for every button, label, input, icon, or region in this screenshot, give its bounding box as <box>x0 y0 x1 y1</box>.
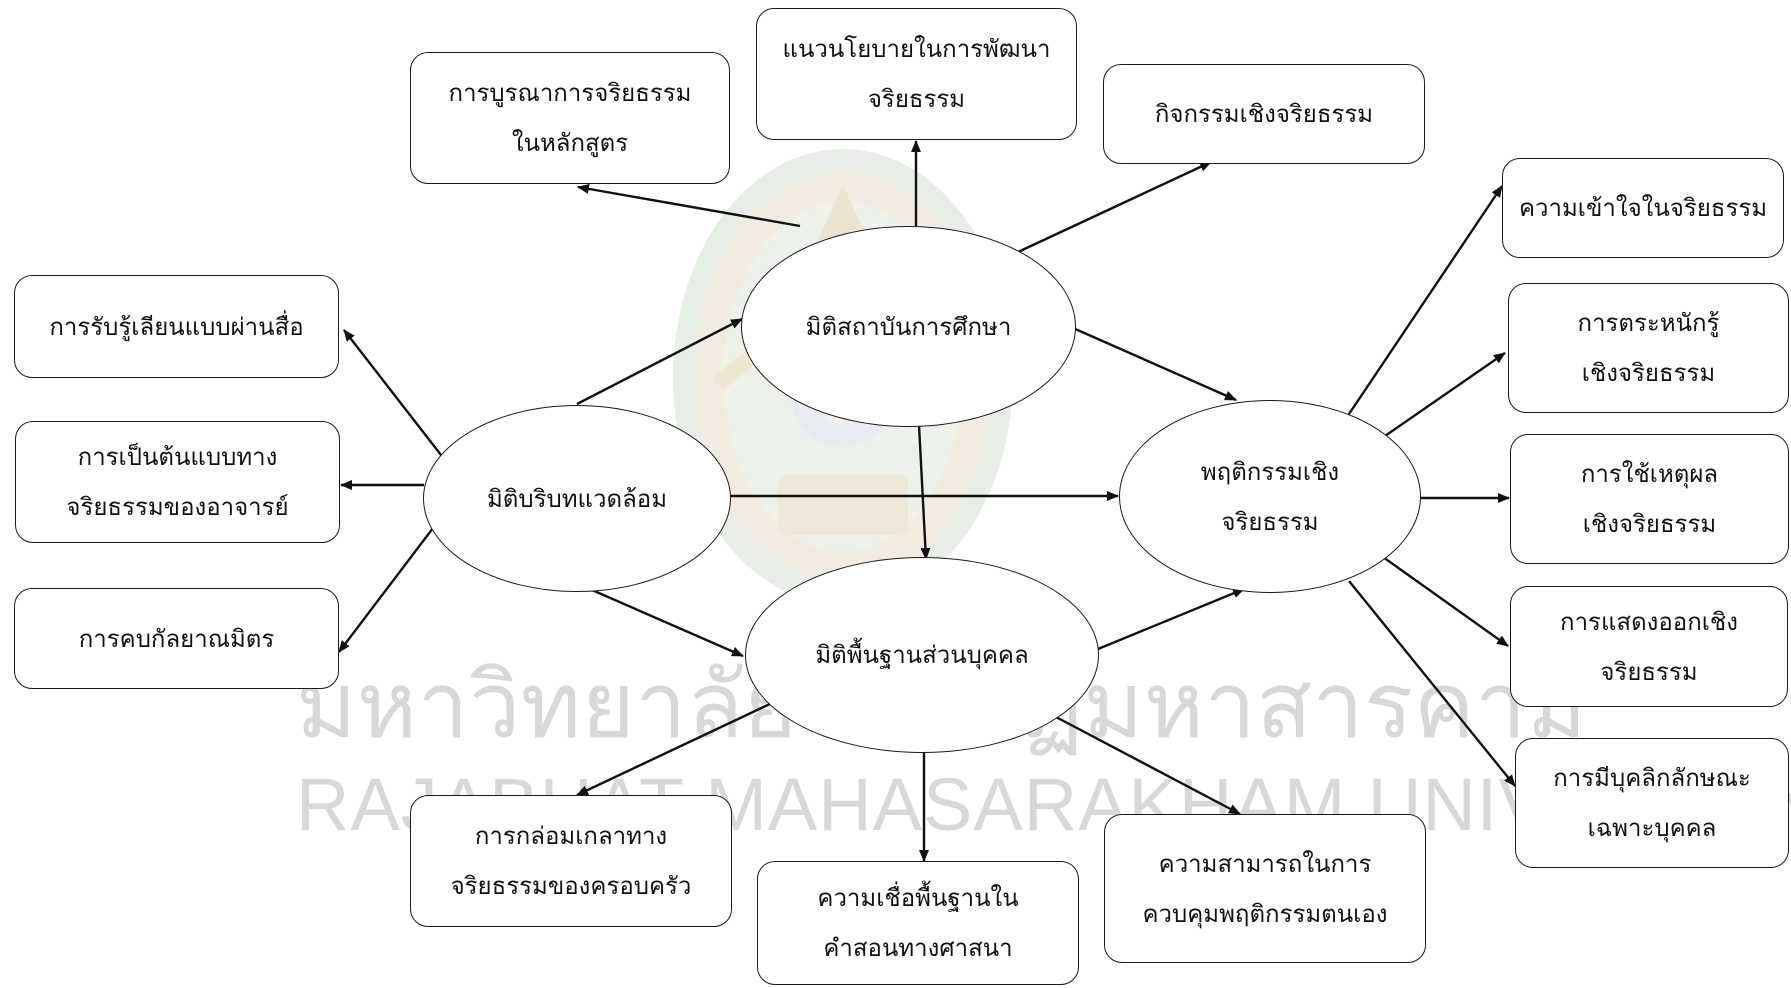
box-teacher-role-model-line-2: จริยธรรมของอาจารย์ <box>66 493 289 521</box>
box-self-control-line-2: ควบคุมพฤติกรรมตนเอง <box>1142 899 1388 928</box>
box-ethical-expression-line-1: การแสดงออกเชิง <box>1560 607 1738 636</box>
arrow-institution-to-behavior <box>1072 326 1237 402</box>
box-development-policy-line-2: จริยธรรม <box>867 85 966 113</box>
oval-ethical-behavior-line-1: พฤติกรรมเชิง <box>1200 457 1340 486</box>
box-ethical-activities-line-1: กิจกรรมเชิงจริยธรรม <box>1154 100 1374 128</box>
box-ethical-awareness-line-1: การตระหนักรู้ <box>1577 309 1720 337</box>
oval-personal-dimension-line-1: มิติพื้นฐานส่วนบุคคล <box>815 641 1029 669</box>
box-teacher-role-model: การเป็นต้นแบบทาง จริยธรรมของอาจารย์ <box>15 421 340 543</box>
arrow-behavior-to-expression <box>1382 556 1509 647</box>
arrow-environment-to-media <box>343 329 442 456</box>
oval-ethical-behavior: พฤติกรรมเชิง จริยธรรม <box>1119 400 1421 593</box>
box-curriculum-integration: การบูรณาการจริยธรรม ในหลักสูตร <box>410 52 730 184</box>
oval-institution-dimension: มิติสถาบันการศึกษา <box>741 226 1076 427</box>
oval-personal-dimension: มิติพื้นฐานส่วนบุคคล <box>745 557 1099 753</box>
box-personal-character: การมีบุคลิกลักษณะ เฉพาะบุคคล <box>1515 738 1789 868</box>
box-ethical-reasoning-line-1: การใช้เหตุผล <box>1580 460 1719 488</box>
arrow-institution-to-personal <box>917 424 931 560</box>
box-personal-character-line-1: การมีบุคลิกลักษณะ <box>1553 764 1751 792</box>
oval-institution-dimension-line-1: มิติสถาบันการศึกษา <box>805 312 1012 341</box>
box-good-friends-line-1: การคบกัลยาณมิตร <box>78 624 275 653</box>
box-family-socialization-line-2: จริยธรรมของครอบครัว <box>450 872 692 900</box>
box-religious-beliefs-line-1: ความเชื่อพื้นฐานใน <box>817 884 1019 912</box>
box-teacher-role-model-line-1: การเป็นต้นแบบทาง <box>77 443 278 471</box>
box-family-socialization: การกล่อมเกลาทาง จริยธรรมของครอบครัว <box>410 795 732 927</box>
arrow-behavior-to-personality <box>1348 580 1516 787</box>
box-personal-character-line-2: เฉพาะบุคคล <box>1587 814 1717 842</box>
box-ethical-reasoning-line-2: เชิงจริยธรรม <box>1582 510 1717 538</box>
box-family-socialization-line-1: การกล่อมเกลาทาง <box>474 822 668 850</box>
box-development-policy: แนวนโยบายในการพัฒนา จริยธรรม <box>756 8 1077 140</box>
arrow-personal-to-self-control <box>1055 715 1241 816</box>
arrow-environment-to-institution <box>576 317 743 406</box>
arrow-institution-to-activities <box>1017 160 1212 254</box>
oval-environment-dimension-line-1: มิติบริบทแวดล้อม <box>486 484 668 513</box>
box-ethical-understanding: ความเข้าใจในจริยธรรม <box>1502 158 1784 258</box>
box-ethical-expression: การแสดงออกเชิง จริยธรรม <box>1510 586 1788 707</box>
arrow-behavior-to-understanding <box>1346 185 1503 418</box>
box-media-imitation-line-1: การรับรู้เลียนแบบผ่านสื่อ <box>49 312 304 341</box>
arrow-personal-to-behavior <box>1097 587 1245 651</box>
arrow-environment-to-personal <box>591 588 744 658</box>
box-religious-beliefs: ความเชื่อพื้นฐานใน คำสอนทางศาสนา <box>757 861 1079 985</box>
box-development-policy-line-1: แนวนโยบายในการพัฒนา <box>782 35 1051 63</box>
box-self-control-line-1: ความสามารถในการ <box>1158 849 1372 878</box>
box-curriculum-integration-line-1: การบูรณาการจริยธรรม <box>448 79 692 107</box>
arrow-institution-to-curriculum <box>577 183 801 228</box>
arrow-environment-to-friends <box>338 527 434 653</box>
box-ethical-awareness: การตระหนักรู้ เชิงจริยธรรม <box>1508 283 1789 413</box>
arrow-personal-to-family <box>576 701 773 797</box>
oval-environment-dimension: มิติบริบทแวดล้อม <box>423 405 731 592</box>
box-good-friends: การคบกัลยาณมิตร <box>14 588 339 689</box>
box-self-control: ความสามารถในการ ควบคุมพฤติกรรมตนเอง <box>1104 814 1426 963</box>
box-ethical-understanding-line-1: ความเข้าใจในจริยธรรม <box>1518 194 1768 222</box>
box-religious-beliefs-line-2: คำสอนทางศาสนา <box>823 934 1013 962</box>
box-ethical-reasoning: การใช้เหตุผล เชิงจริยธรรม <box>1510 434 1789 564</box>
arrow-behavior-to-awareness <box>1384 352 1506 437</box>
box-media-imitation: การรับรู้เลียนแบบผ่านสื่อ <box>14 275 339 378</box>
box-ethical-activities: กิจกรรมเชิงจริยธรรม <box>1103 64 1425 164</box>
box-curriculum-integration-line-2: ในหลักสูตร <box>511 129 629 157</box>
box-ethical-awareness-line-2: เชิงจริยธรรม <box>1581 359 1716 387</box>
box-ethical-expression-line-2: จริยธรรม <box>1600 657 1698 686</box>
oval-ethical-behavior-line-2: จริยธรรม <box>1221 507 1319 536</box>
